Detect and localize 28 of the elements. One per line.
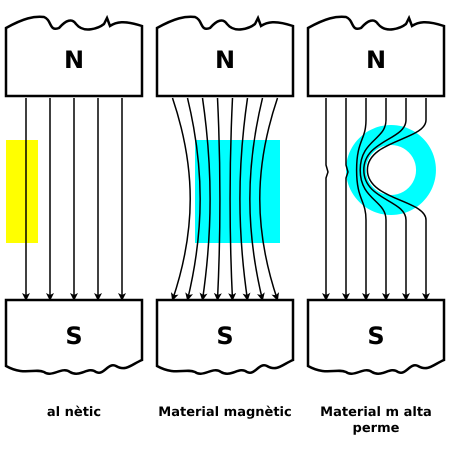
field-line <box>366 98 430 301</box>
field-line <box>356 98 370 301</box>
pole-letter: S <box>65 322 83 350</box>
field-line <box>363 98 410 301</box>
field-line <box>70 98 78 301</box>
field-line <box>239 98 251 301</box>
field-line <box>359 98 390 301</box>
field-line <box>259 98 280 301</box>
field-line <box>22 98 30 301</box>
field-line <box>228 98 236 301</box>
caption-text: Material magnètic <box>157 405 293 421</box>
caption-text: al nètic <box>46 405 102 421</box>
caption-text: Material m alta perme <box>319 405 433 437</box>
pole-letter: N <box>366 46 386 74</box>
field-line <box>249 98 265 301</box>
field-line <box>322 98 330 301</box>
field-line <box>185 98 201 301</box>
field-line <box>342 98 350 301</box>
pole-letter: N <box>64 46 84 74</box>
field-line <box>214 98 222 301</box>
field-line <box>94 98 102 301</box>
field-line <box>199 98 211 301</box>
pole-letter: N <box>214 46 236 74</box>
field-line <box>170 98 191 301</box>
pole-letter: S <box>216 322 234 350</box>
field-line <box>118 98 126 301</box>
field-line <box>46 98 54 301</box>
pole-letter: S <box>367 322 385 350</box>
